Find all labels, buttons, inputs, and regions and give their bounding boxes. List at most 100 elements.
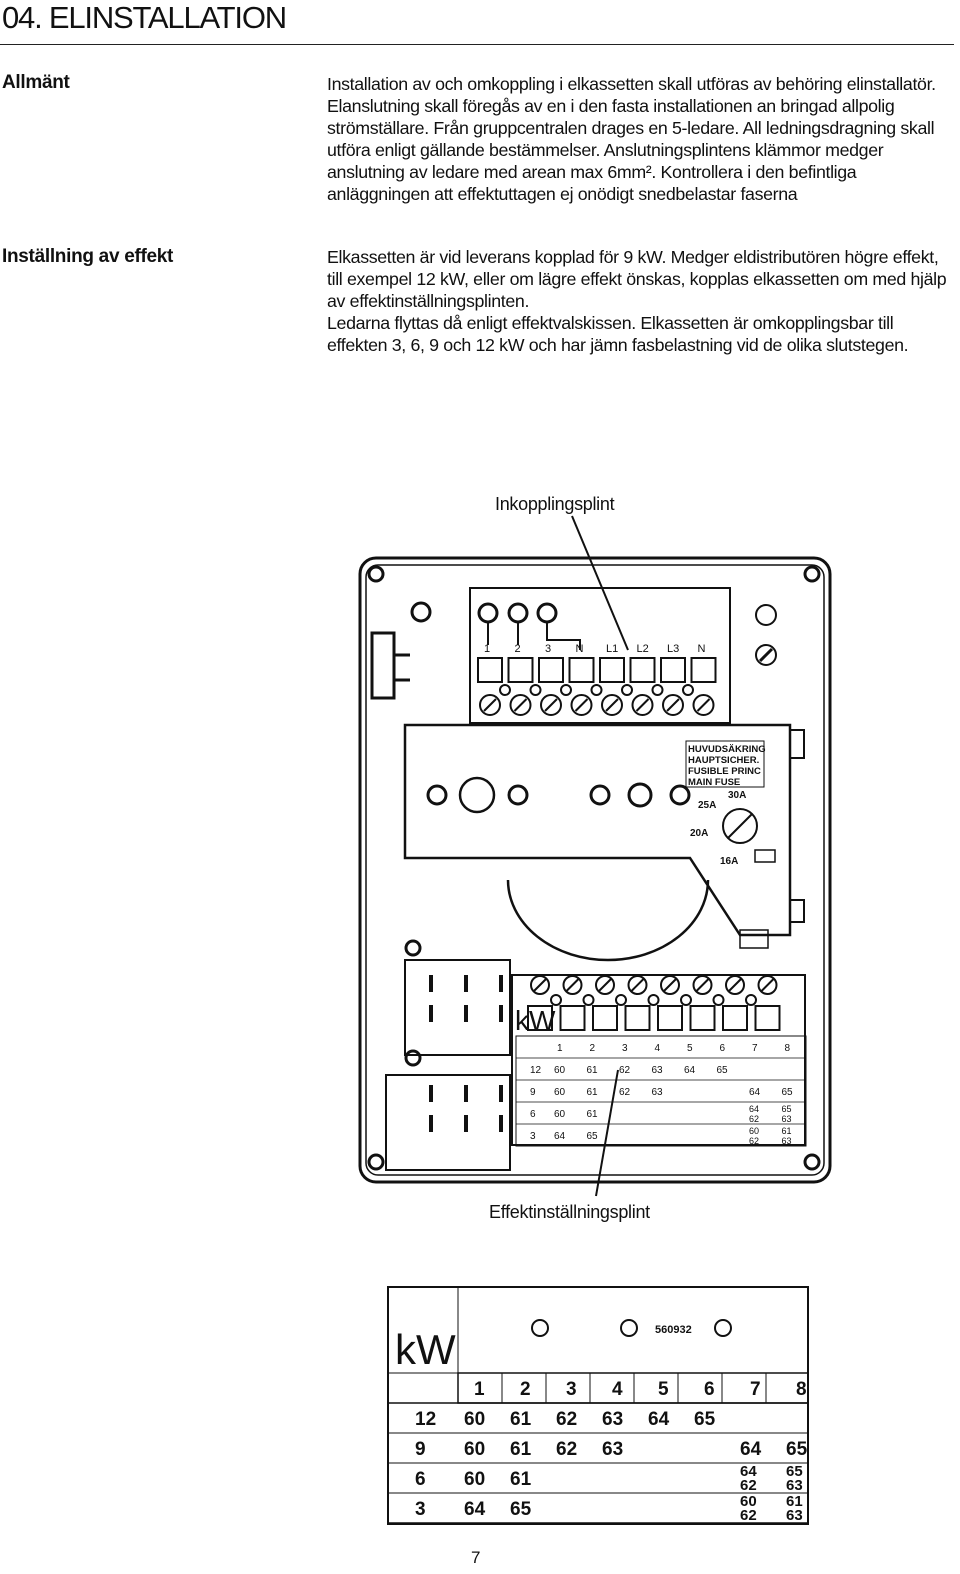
effekt-hole	[680, 994, 692, 1006]
screw-slot	[513, 698, 528, 712]
small-table-kw: 3	[530, 1131, 536, 1142]
effekt-screw	[530, 975, 550, 995]
terminal-screw	[662, 694, 684, 716]
screw-slot	[696, 698, 711, 712]
small-table-cell: 65	[587, 1131, 599, 1142]
screw-slot	[760, 978, 775, 992]
effekt-terminal-row	[527, 975, 781, 1031]
terminal-clamp	[538, 657, 564, 683]
fuse-value-20a: 20A	[690, 828, 708, 839]
big-table-cell: 65	[786, 1463, 803, 1480]
effekt-hole	[712, 994, 725, 1006]
big-table-kw: 12	[415, 1409, 436, 1430]
effekt-clamp	[559, 1005, 586, 1031]
big-table-col: 4	[612, 1379, 623, 1400]
terminal-hole	[499, 684, 511, 696]
screw-slot	[695, 978, 710, 992]
terminal-screw	[509, 694, 532, 716]
big-table-col: 1	[474, 1379, 485, 1400]
terminal-hole	[529, 684, 542, 696]
effekt-clamp	[722, 1005, 748, 1031]
big-table-col: 6	[704, 1379, 715, 1400]
small-table-col: 6	[720, 1043, 726, 1054]
terminal-label: L1	[606, 643, 618, 655]
terminal-screw	[479, 694, 501, 716]
small-table-cell: 63	[782, 1136, 792, 1146]
screw-slot	[635, 698, 650, 712]
terminal-label: 2	[515, 643, 521, 655]
effekt-clamp	[624, 1005, 651, 1031]
big-table-cell: 61	[510, 1439, 532, 1460]
small-table-cell: 63	[652, 1087, 664, 1098]
effekt-hole	[582, 994, 595, 1006]
effekt-clamp	[527, 1005, 553, 1031]
terminal-clamp	[507, 657, 534, 683]
small-table-cell: 60	[554, 1087, 566, 1098]
big-table-cell: 62	[556, 1439, 577, 1460]
big-table-cell: 60	[740, 1493, 757, 1510]
big-table-col: 3	[566, 1379, 577, 1400]
terminal-clamp	[629, 657, 656, 683]
big-table-cell: 63	[602, 1439, 623, 1460]
small-table-cell: 65	[782, 1087, 794, 1098]
small-table-cell: 64	[749, 1104, 759, 1114]
big-table-cell: 62	[556, 1409, 577, 1430]
terminal-label: N	[698, 643, 706, 655]
page-header: 04. ELINSTALLATION	[0, 0, 954, 45]
terminal-clamp	[660, 657, 686, 683]
paragraph-tail: Kontrollera i den befintliga anläggninge…	[327, 162, 857, 204]
effekt-screw	[660, 975, 680, 995]
big-table-cell: 64	[464, 1499, 486, 1520]
screw-slot	[483, 698, 497, 712]
big-table-cell: 64	[740, 1439, 762, 1460]
small-table-kw: 12	[530, 1065, 542, 1076]
small-table-cell: 62	[749, 1114, 759, 1124]
small-table-cell: 64	[749, 1087, 761, 1098]
small-table-cell: 65	[782, 1104, 792, 1114]
page-title: 04. ELINSTALLATION	[2, 0, 287, 35]
paragraph: Elkassetten är vid leverans kopplad för …	[327, 247, 947, 311]
screw-slot	[544, 698, 558, 712]
small-table-cell: 61	[587, 1087, 599, 1098]
effekt-clamp	[657, 1005, 683, 1031]
small-table-cell: 64	[684, 1065, 696, 1076]
page-number: 7	[471, 1548, 481, 1567]
screw-slot	[666, 698, 680, 712]
effekt-clamp	[592, 1005, 618, 1031]
fuse-value-25a: 25A	[698, 800, 716, 811]
effekt-screw	[725, 975, 745, 995]
big-table-cell: 62	[740, 1507, 757, 1524]
terminal-screw	[692, 694, 715, 716]
terminal-clamp	[568, 657, 595, 683]
terminal-clamp	[690, 657, 717, 683]
screw-slot	[630, 978, 645, 992]
big-table-cell: 60	[464, 1469, 485, 1490]
fuse-value-16a: 16A	[720, 856, 738, 867]
big-table-cell: 64	[648, 1409, 670, 1430]
terminal-row	[477, 657, 717, 716]
terminal-label: 3	[545, 643, 551, 655]
fuse-text-4: MAIN FUSE	[688, 777, 740, 788]
small-table-cell: 61	[587, 1109, 599, 1120]
effekt-clamp	[689, 1005, 716, 1031]
section-heading-allmant: Allmänt	[2, 72, 70, 93]
big-table-cell: 60	[464, 1439, 485, 1460]
small-table-cell: 65	[717, 1065, 729, 1076]
effekt-screw	[692, 975, 713, 995]
label-inkopplingsplint: Inkopplingsplint	[495, 494, 615, 514]
big-table-kw: 3	[415, 1499, 426, 1520]
small-table-kw: 6	[530, 1109, 536, 1120]
terminal-label: 1	[484, 643, 490, 655]
plate-code: 560932	[655, 1324, 692, 1336]
small-table-col: 8	[785, 1043, 791, 1054]
big-table-cell: 61	[510, 1469, 532, 1490]
small-table-cell: 60	[554, 1109, 566, 1120]
small-table-cell: 62	[619, 1087, 631, 1098]
screw-slot	[574, 698, 589, 712]
effekt-hole	[745, 994, 757, 1006]
big-table-cell: 62	[740, 1477, 757, 1494]
big-table-cell: 65	[786, 1439, 808, 1460]
small-table-col: 3	[622, 1043, 628, 1054]
big-table-cell: 65	[510, 1499, 532, 1520]
